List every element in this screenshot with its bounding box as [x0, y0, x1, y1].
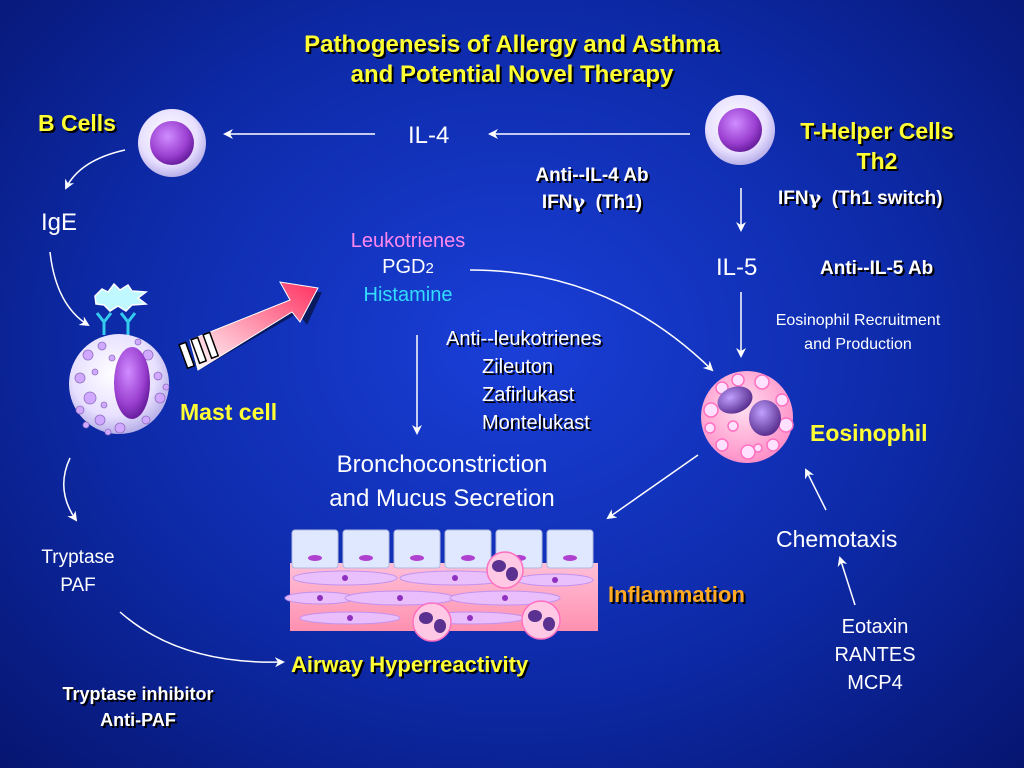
th2-line-2: Th2 [856, 148, 898, 174]
drug-montelukast: Montelukast [482, 412, 590, 434]
roman-numeral-bars [178, 331, 220, 370]
histamine-label: Histamine [363, 284, 453, 306]
inflammation-label: Inflammation [608, 582, 745, 607]
airway-hyperreactivity-label: Airway Hyperreactivity [291, 652, 529, 677]
mast-cell-icon [69, 334, 170, 436]
anti-il5-therapy: Anti--IL-5 Ab [820, 258, 934, 279]
th1-switch-text: (Th1 switch) [821, 188, 943, 209]
arrow-bcell-to-ige [65, 149, 126, 190]
b-cell-icon [138, 109, 206, 177]
gamma-switch-symbol: γ [808, 187, 822, 209]
pgd-text: PGD [382, 256, 426, 278]
title-line-1: Pathogenesis of Allergy and Asthma [304, 31, 720, 58]
leukotrienes-label: Leukotrienes [350, 230, 466, 252]
th2-label: T-Helper Cells Th2 [767, 116, 987, 176]
ifn-text: IFN [541, 192, 573, 213]
th1-text: (Th1) [585, 192, 643, 213]
ifn-th1-switch: IFNγ (Th1 switch) [778, 187, 943, 210]
bronchoconstriction-line-1: Bronchoconstriction [336, 451, 548, 478]
anti-il4-therapy: Anti--IL-4 Ab IFNγ (Th1) [500, 162, 684, 216]
gamma-symbol: γ [572, 191, 586, 213]
ige-receptor-icon [95, 312, 137, 335]
eosinophil-label: Eosinophil [810, 420, 928, 446]
pgd-subscript: 2 [425, 260, 434, 277]
bronchoconstriction-label: Bronchoconstriction and Mucus Secretion [282, 448, 602, 516]
il5-label: IL-5 [716, 254, 758, 281]
pathway-arrows [49, 129, 856, 668]
title-line-2: and Potential Novel Therapy [350, 61, 674, 88]
tryptase-line-2: PAF [60, 575, 96, 596]
recruitment-line-2: and Production [804, 336, 912, 353]
arrow-mastcell-to-tryptase [63, 457, 78, 522]
anti-il4-line-1: Anti--IL-4 Ab [535, 165, 649, 186]
mast-cell-label: Mast cell [180, 399, 278, 425]
tryptase-inhibitor-therapy: Tryptase inhibitor Anti-PAF [20, 681, 256, 733]
b-cells-label: B Cells [38, 110, 116, 136]
chemokines-list: Eotaxin RANTES MCP4 [800, 613, 950, 697]
anti-leukotrienes-therapy: Anti--leukotrienes Zileuton Zafirlukast … [446, 325, 602, 437]
tryptase-line-1: Tryptase [41, 547, 115, 568]
eosinophil-recruitment-label: Eosinophil Recruitment and Production [742, 309, 974, 357]
anti-il4-line-2: IFNγ (Th1) [500, 189, 684, 216]
th2-line-1: T-Helper Cells [800, 118, 954, 144]
ige-label: IgE [41, 209, 78, 236]
arrow-tryptase-to-hyperreactivity [119, 611, 285, 668]
arrow-eosinophil-to-airway [606, 454, 699, 520]
antigen-icon [94, 282, 149, 312]
il4-label: IL-4 [408, 122, 450, 149]
drug-zafirlukast: Zafirlukast [482, 384, 575, 406]
arrow-chemokines-to-chemotaxis [837, 556, 856, 606]
pgd2-label: PGD2 [318, 254, 498, 282]
mediators: Leukotrienes PGD2 Histamine [318, 228, 498, 308]
airway-epithelium-icon [284, 529, 598, 642]
anti-leukotrienes-heading: Anti--leukotrienes [446, 328, 602, 350]
chemokine-eotaxin: Eotaxin [841, 616, 909, 638]
chemokine-rantes: RANTES [834, 644, 916, 666]
tryptase-label: Tryptase PAF [30, 544, 126, 600]
eosinophil-icon [701, 371, 794, 463]
arrow-ige-to-mastcell [49, 251, 90, 327]
bronchoconstriction-line-2: and Mucus Secretion [329, 485, 555, 512]
chemotaxis-label: Chemotaxis [776, 526, 898, 552]
mediator-release-arrow [189, 281, 322, 371]
recruitment-line-1: Eosinophil Recruitment [775, 312, 941, 329]
arrow-mediators-to-eosinophil [469, 269, 714, 372]
tryptase-inhibitor-line-2: Anti-PAF [100, 710, 176, 730]
drug-zileuton: Zileuton [482, 356, 554, 378]
chemokine-mcp4: MCP4 [847, 672, 903, 694]
arrow-chemotaxis-to-eosinophil [805, 468, 827, 511]
page-title: Pathogenesis of Allergy and Asthma and P… [212, 30, 812, 90]
t-helper-cell-icon [705, 95, 775, 165]
ifn-switch-text: IFN [778, 188, 809, 209]
tryptase-inhibitor-line-1: Tryptase inhibitor [62, 684, 214, 704]
